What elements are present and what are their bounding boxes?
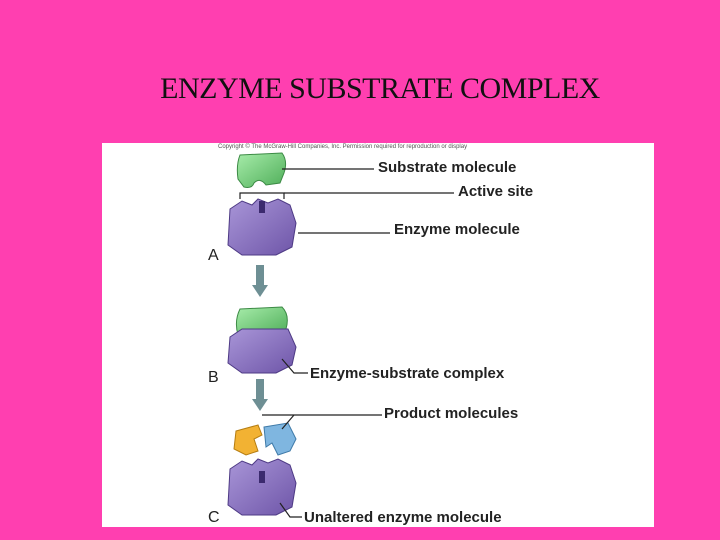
slide-title: ENZYME SUBSTRATE COMPLEX (160, 72, 600, 105)
label-unaltered-enzyme-molecule: Unaltered enzyme molecule (304, 509, 502, 526)
label-enzyme-substrate-complex: Enzyme-substrate complex (310, 365, 505, 382)
label-active-site: Active site (458, 183, 534, 200)
enzyme-molecule-c (227, 458, 297, 516)
substrate-molecule-a (236, 152, 287, 188)
label-enzyme-molecule: Enzyme molecule (394, 221, 520, 238)
product-molecule-yellow (233, 424, 263, 456)
arrow-b-to-c (252, 379, 268, 411)
step-label-c: C (208, 509, 220, 526)
label-substrate-molecule: Substrate molecule (378, 159, 517, 176)
arrow-a-to-b (252, 265, 268, 297)
enzyme-molecule-a (227, 198, 297, 256)
copyright-notice: Copyright © The McGraw-Hill Companies, I… (218, 144, 468, 150)
label-product-molecules: Product molecules (384, 405, 519, 422)
product-molecule-blue (263, 422, 297, 456)
diagram-panel: Copyright © The McGraw-Hill Companies, I… (102, 143, 654, 527)
step-label-a: A (208, 247, 219, 264)
enzyme-substrate-complex (227, 306, 297, 374)
enzyme-diagram (227, 152, 454, 518)
step-label-b: B (208, 369, 219, 386)
